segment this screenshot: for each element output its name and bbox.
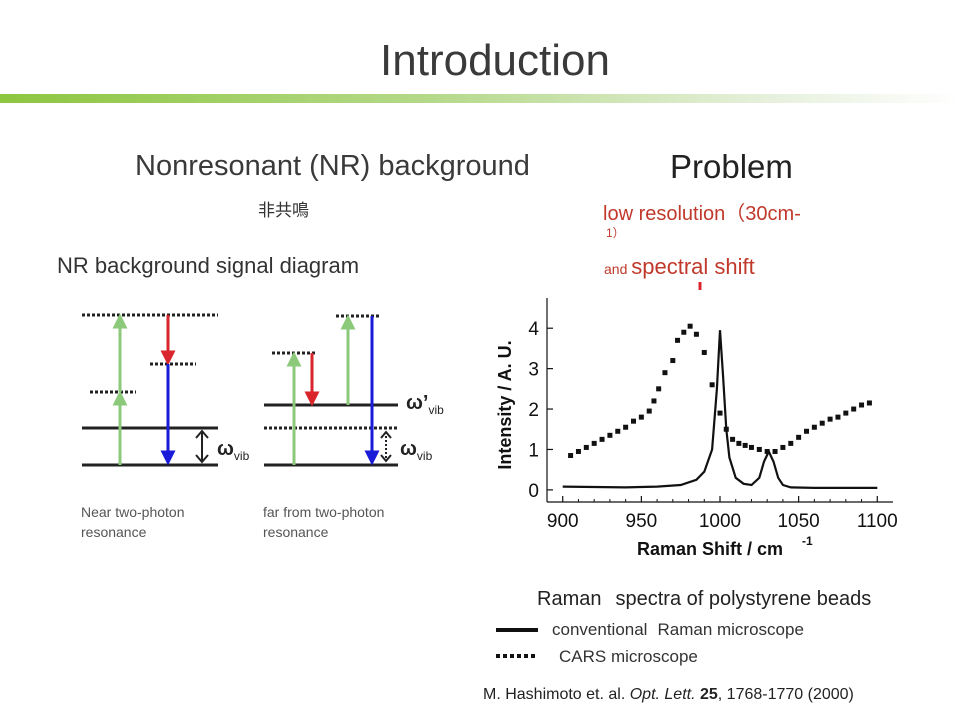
dotted-series-point	[662, 370, 668, 376]
dotted-series-point	[568, 453, 574, 459]
dotted-series-point	[730, 436, 736, 442]
y-tick-label: 0	[528, 481, 539, 502]
dotted-series-point	[599, 436, 605, 442]
problem-spectral-shift-text: and spectral shift	[604, 254, 755, 279]
problem-resolution-text: low resolution（30cm-	[603, 203, 801, 225]
dotted-series-point	[656, 386, 662, 392]
dotted-series-point	[827, 416, 833, 422]
dotted-series-point	[607, 432, 613, 438]
dotted-series-point	[675, 337, 681, 343]
dotted-series-point	[638, 414, 644, 420]
dotted-series-point	[742, 442, 748, 448]
solid-series-line	[562, 330, 878, 489]
y-tick-label: 4	[528, 319, 539, 340]
dotted-series-point	[851, 406, 857, 412]
dotted-series-point	[583, 444, 589, 450]
x-tick-label: 900	[547, 511, 579, 532]
omega-vib-label-right: ωvib	[400, 438, 433, 463]
far-resonance-label: far from two-photon resonance	[263, 504, 385, 540]
dotted-series-point	[764, 448, 770, 454]
omega-prime-vib-label: ω’vib	[406, 392, 444, 417]
dotted-series-point	[748, 444, 754, 450]
x-axis-label: Raman Shift / cm	[637, 539, 783, 559]
y-tick-label: 2	[528, 400, 539, 421]
dotted-series-point	[796, 434, 802, 440]
dotted-series-point	[835, 414, 841, 420]
dotted-series-point	[819, 420, 825, 426]
dotted-series-point	[681, 329, 687, 335]
dotted-series-point	[756, 446, 762, 452]
dotted-series-point	[701, 349, 707, 355]
dotted-series-point	[788, 440, 794, 446]
dotted-series-point	[859, 402, 865, 408]
dotted-series-point	[843, 410, 849, 416]
dotted-series-point	[670, 358, 676, 364]
near-resonance-diagram	[82, 313, 218, 467]
dotted-series-point	[772, 448, 778, 454]
dotted-series-point	[780, 444, 786, 450]
dotted-series-point	[646, 408, 652, 414]
dotted-series-point	[736, 440, 742, 446]
dotted-series-point	[631, 418, 636, 424]
citation: M. Hashimoto et. al. Opt. Lett. 25, 1768…	[483, 686, 854, 703]
dotted-series-point	[717, 410, 723, 416]
far-resonance-diagram	[264, 314, 398, 467]
title-underline	[0, 94, 960, 103]
nr-background-heading: Nonresonant (NR) background	[135, 150, 530, 182]
dotted-series-point	[693, 331, 699, 337]
dotted-series-point	[723, 426, 729, 432]
problem-heading: Problem	[670, 148, 793, 185]
x-tick-label: 1050	[777, 511, 819, 532]
nr-background-japanese: 非共鳴	[258, 201, 309, 220]
y-axis-label: Intensity / A. U.	[495, 340, 515, 469]
dotted-series-point	[709, 382, 715, 388]
dotted-series-point	[623, 424, 629, 430]
omega-vib-label-left: ωvib	[217, 438, 250, 463]
y-tick-label: 1	[528, 440, 539, 461]
dotted-series-point	[804, 428, 809, 434]
dotted-series-point	[575, 448, 581, 454]
dotted-series-point	[615, 428, 621, 434]
dotted-series-point	[591, 440, 597, 446]
dotted-series-point	[687, 323, 693, 329]
x-tick-label: 1000	[699, 511, 741, 532]
x-tick-label: 950	[626, 511, 658, 532]
dotted-series-point	[866, 400, 872, 406]
x-axis-label-superscript: -1	[802, 534, 813, 548]
x-tick-label: 1100	[857, 511, 898, 532]
dotted-series-point	[811, 424, 817, 430]
dotted-series-point	[651, 398, 657, 404]
problem-resolution-text-cont: 1）	[606, 226, 625, 240]
y-tick-label: 3	[528, 360, 539, 381]
slide-title: Introduction	[380, 36, 610, 85]
near-resonance-label: Near two-photon resonance	[81, 504, 185, 540]
diagram-title: NR background signal diagram	[57, 253, 360, 278]
legend-cars: CARS microscope	[559, 647, 698, 666]
